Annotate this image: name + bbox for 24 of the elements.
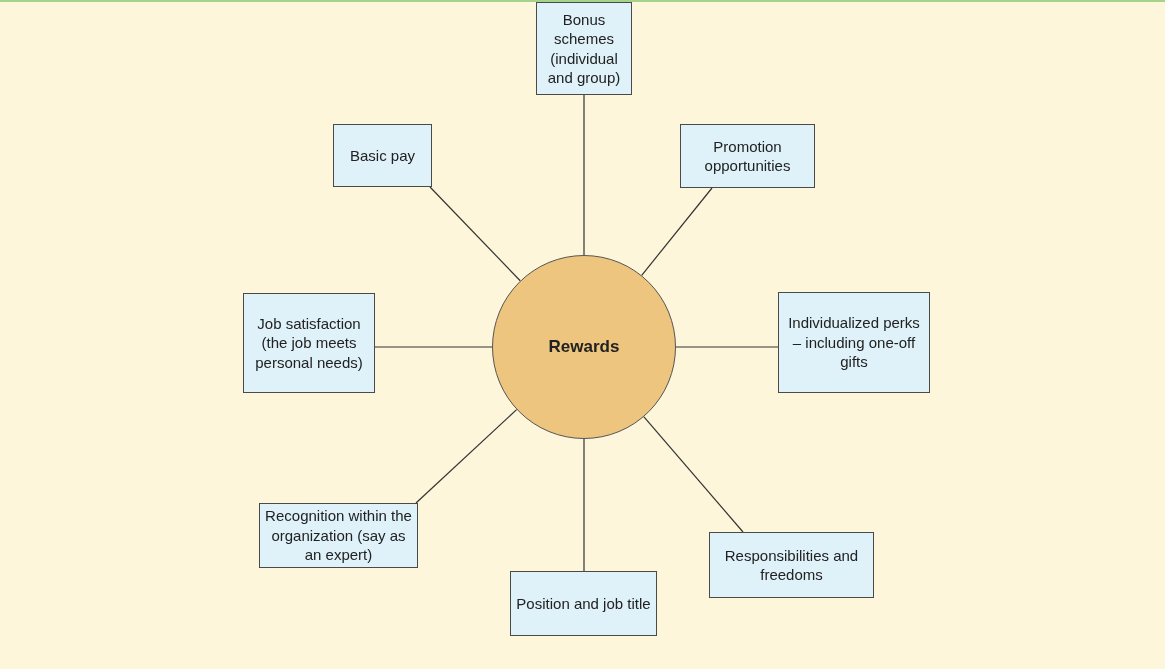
- node-label: Job satisfaction (the job meets personal needs): [254, 313, 364, 373]
- connector-line: [675, 346, 779, 348]
- connector-line: [374, 346, 493, 348]
- connector-line: [429, 186, 521, 282]
- reward-box: [510, 571, 657, 636]
- reward-box: [778, 292, 930, 393]
- connector-line: [583, 438, 585, 572]
- node-label: Position and job title: [516, 593, 651, 614]
- reward-box: [243, 293, 375, 393]
- connector-line: [415, 409, 518, 504]
- node-label: Recognition within the organization (say as an expert): [264, 506, 413, 565]
- node-label: Basic pay: [349, 145, 415, 166]
- reward-box: [709, 532, 874, 598]
- node-label: Individualized perks – including one-off gifts: [787, 313, 921, 372]
- reward-box: [536, 2, 632, 95]
- connector-line: [583, 94, 585, 256]
- connector-line: [641, 187, 713, 276]
- node-label: Responsibilities and freedoms: [723, 545, 860, 585]
- node-label: Rewards: [548, 335, 620, 358]
- reward-box: [680, 124, 815, 188]
- node-label: Promotion opportunities: [703, 136, 792, 176]
- connector-line: [643, 416, 744, 533]
- reward-box: [333, 124, 432, 187]
- node-label: Bonus schemes (individual and group): [546, 9, 622, 88]
